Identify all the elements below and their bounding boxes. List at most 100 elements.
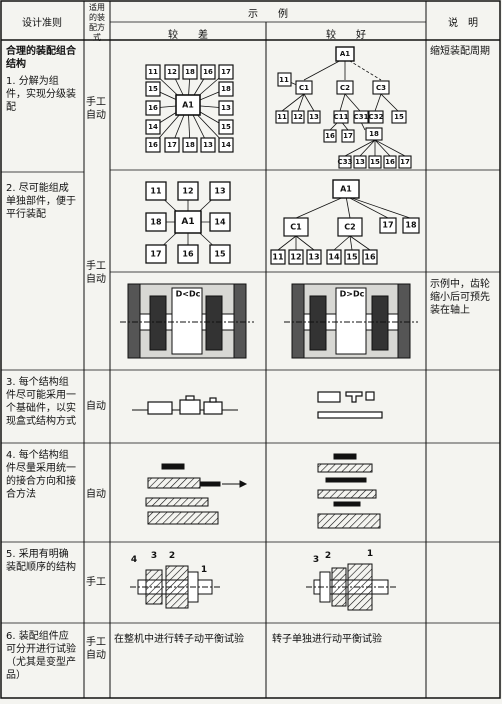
r1-bad-node: 17	[167, 141, 177, 149]
r2-good-node: 14	[328, 252, 340, 262]
r5-bad-part-number: 4	[130, 555, 138, 565]
r5-bad-part-number: 1	[200, 565, 208, 575]
r2-good-node: 18	[405, 220, 417, 230]
r2-good-diagram	[270, 179, 420, 265]
r1-good-node: C1	[298, 84, 310, 92]
rule6-method: 手工自动	[86, 637, 106, 661]
r1-bad-node: 15	[148, 85, 158, 93]
r3-bad-drawing	[132, 395, 238, 415]
r1-bad-node: 13	[221, 104, 231, 112]
r1-good-node: C2	[339, 84, 351, 92]
r1-good-node: 17	[343, 132, 353, 140]
r2-good-node: 13	[308, 252, 320, 262]
r1-bad-node: 16	[148, 141, 158, 149]
r1-good-node: 16	[385, 158, 395, 166]
header-bad: 较 差	[168, 30, 208, 41]
rule2-note: 示例中，齿轮缩小后可预先装在轴上	[430, 279, 490, 316]
r1-bad-center: A1	[182, 100, 194, 110]
r5-good-part-number: 2	[324, 551, 332, 561]
r5-bad-drawing	[130, 565, 220, 609]
r1-good-node: C31	[353, 113, 369, 121]
header-note: 说 明	[448, 18, 478, 29]
r5-bad-part-number: 3	[150, 551, 158, 561]
r1-bad-node: 14	[221, 141, 231, 149]
rule1-title: 合理的装配组合结构	[6, 46, 76, 70]
r6-good-caption: 转子单独进行动平衡试验	[272, 634, 382, 645]
r2-good-node: A1	[340, 184, 352, 194]
r2-bad-node: 14	[214, 217, 226, 227]
r1-bad-node: 16	[203, 68, 213, 76]
r2-bad-node: 16	[182, 249, 194, 259]
header-method: 适用的装配方式	[89, 3, 105, 42]
r1-good-node: 16	[325, 132, 335, 140]
rule4-method: 自动	[86, 489, 106, 500]
r2-bad-node: 17	[150, 249, 162, 259]
r4-good-drawing	[317, 453, 381, 529]
r2-good-node: C1	[290, 222, 302, 232]
r1-good-node: 18	[369, 130, 379, 138]
r1-bad-node: 18	[185, 68, 195, 76]
r1-good-node: 11	[279, 76, 289, 84]
rule5-method: 手工	[86, 577, 106, 588]
rule5-text: 5. 采用有明确装配顺序的结构	[6, 549, 76, 573]
r2-good-node: 17	[382, 220, 394, 230]
r2-good-gear-drawing	[284, 283, 418, 359]
r1-bad-node: 18	[221, 85, 231, 93]
r1-bad-node: 17	[221, 68, 231, 76]
r1-good-node: A1	[339, 50, 351, 58]
header-example: 示 例	[248, 9, 288, 20]
r2-good-node: C2	[344, 222, 356, 232]
r2-good-node: 11	[272, 252, 284, 262]
r1-bad-node: 13	[203, 141, 213, 149]
r5-good-part-number: 3	[312, 555, 320, 565]
r2-bad-node: 12	[182, 186, 194, 196]
r1-good-node: 15	[394, 113, 404, 121]
r3-good-drawing	[317, 391, 383, 419]
r5-bad-part-number: 2	[168, 551, 176, 561]
rule3-method: 自动	[86, 401, 106, 412]
r1-good-node: 15	[370, 158, 380, 166]
r1-bad-node: 11	[148, 68, 158, 76]
r1-bad-node: 12	[167, 68, 177, 76]
rule1-method: 手工自动	[86, 97, 106, 121]
r1-good-diagram	[275, 46, 412, 169]
r1-bad-node: 18	[185, 141, 195, 149]
r1-good-node: 11	[277, 113, 287, 121]
rule2-method: 手工自动	[86, 261, 106, 285]
r1-bad-node: 15	[221, 123, 231, 131]
rule6-text: 6. 装配组件应可分开进行试验（尤其是变型产品）	[6, 631, 76, 681]
r1-bad-node: 14	[148, 123, 158, 131]
r2-bad-node: 15	[214, 249, 226, 259]
r1-good-node: C32	[368, 113, 384, 121]
r4-bad-drawing	[145, 463, 248, 525]
r6-bad-caption: 在整机中进行转子动平衡试验	[114, 634, 244, 645]
header-rule: 设计准则	[22, 18, 62, 29]
r2-bad-diagram	[145, 181, 231, 264]
r2-bad-center: A1	[181, 217, 195, 227]
r1-bad-diagram	[145, 64, 234, 153]
r2-good-node: 16	[364, 252, 376, 262]
r2-good-node: 12	[290, 252, 302, 262]
r1-bad-node: 16	[148, 104, 158, 112]
rule1-text: 1. 分解为组件，实现分级装配	[6, 76, 76, 113]
r2-good-node: 15	[346, 252, 358, 262]
r2-bad-node: 13	[214, 186, 226, 196]
r5-good-drawing	[306, 563, 396, 611]
header-good: 较 好	[326, 30, 366, 41]
r2-bad-node: 18	[150, 217, 162, 227]
r5-good-part-number: 1	[366, 549, 374, 559]
rule2-text: 2. 尽可能组成单独部件，便于平行装配	[6, 183, 76, 220]
r2-bad-node: 11	[150, 186, 162, 196]
r2-bad-gear-drawing	[120, 283, 254, 359]
r1-good-node: C33	[337, 158, 353, 166]
rule1-note: 缩短装配周期	[430, 46, 490, 57]
gear-good-label: D>Dc	[339, 289, 365, 299]
r1-good-node: 13	[355, 158, 365, 166]
r1-good-node: 12	[293, 113, 303, 121]
r1-good-node: C11	[333, 113, 349, 121]
rule3-text: 3. 每个结构组件尽可能采用一个基础件，以实现盒式结构方式	[6, 377, 76, 427]
gear-bad-label: D<Dc	[175, 289, 201, 299]
rule4-text: 4. 每个结构组件尽量采用统一的接合方向和接合方法	[6, 450, 76, 500]
